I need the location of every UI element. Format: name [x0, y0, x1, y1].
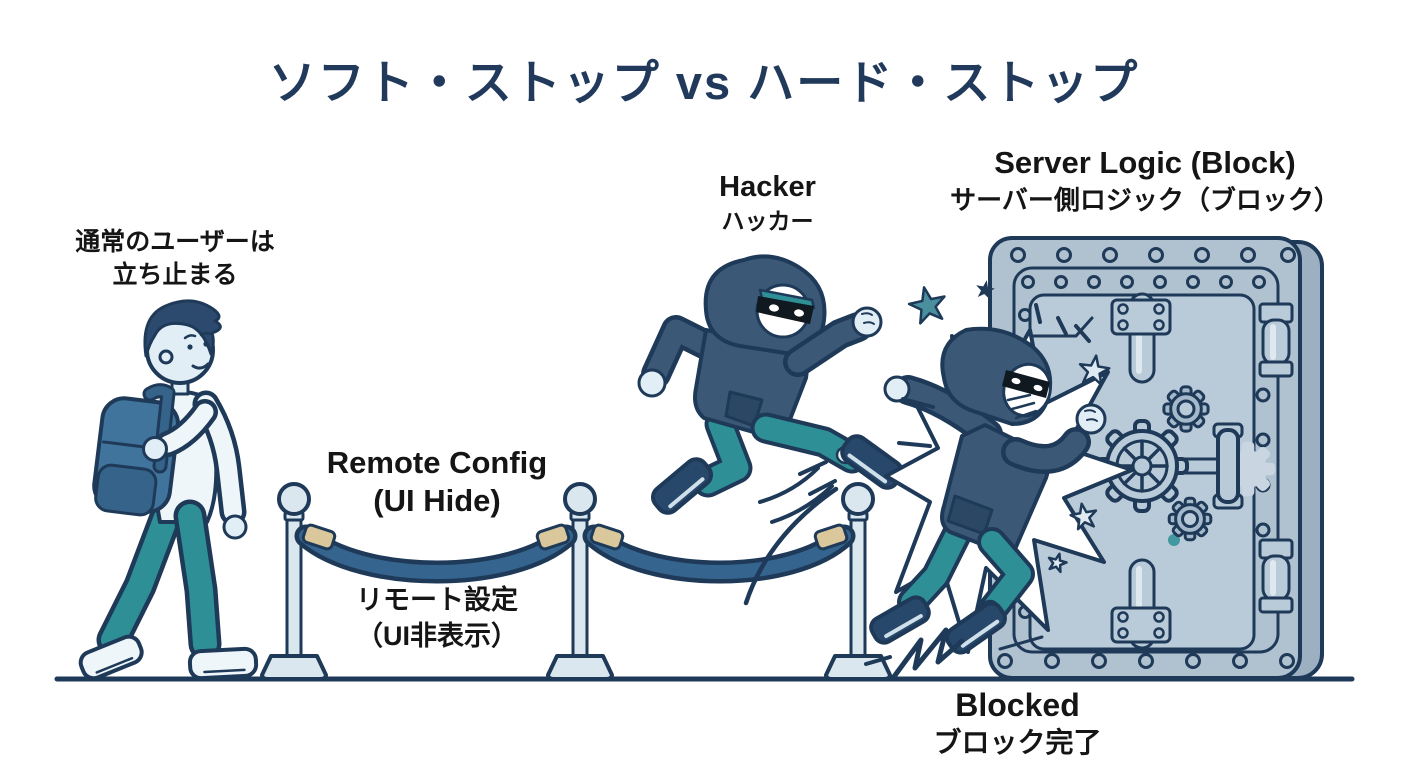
front-arm	[1005, 431, 1087, 470]
rear-shoe	[650, 457, 714, 515]
knuckles	[861, 312, 875, 325]
server-label-ja: サーバー側ロジック（ブロック）	[950, 184, 1340, 215]
rear-shoe	[869, 595, 931, 645]
rear-fist	[637, 368, 667, 398]
bent-arm	[159, 403, 214, 453]
page-title: ソフト・ストップ vs ハード・ストップ	[268, 56, 1140, 109]
star-teal	[906, 284, 948, 325]
front-shoe	[187, 646, 259, 681]
gear-top-hole	[1176, 399, 1196, 419]
eye	[1011, 377, 1021, 385]
vault-wheel	[1095, 419, 1189, 513]
eye	[203, 341, 209, 347]
eyebrows	[183, 331, 212, 340]
rear-leg	[101, 500, 180, 652]
eye	[794, 309, 804, 317]
rope-barrier	[260, 482, 892, 681]
rope-span-1	[299, 529, 573, 579]
hacker-caption: Hacker ハッカー	[655, 170, 880, 235]
lever-bar	[1216, 428, 1240, 504]
rope-span-2	[587, 529, 851, 579]
hand	[222, 514, 248, 540]
blocked-label-en: Blocked	[955, 687, 1080, 723]
ear	[158, 349, 174, 365]
fist-on-strap	[142, 436, 168, 462]
rope-clip	[535, 523, 571, 551]
jump-motion-lines	[743, 460, 839, 606]
rope-clip	[589, 523, 625, 551]
bottom-hinge	[1110, 558, 1172, 650]
eye	[187, 344, 193, 350]
remote-label-line: (UI Hide)	[373, 482, 501, 518]
front-leg	[178, 504, 217, 656]
hacker-label-en: Hacker	[719, 171, 816, 203]
gear-bottom-hole	[1181, 510, 1199, 528]
remote-label-line: リモート設定	[356, 585, 518, 615]
hair	[143, 299, 222, 358]
rear-fist	[883, 375, 911, 403]
hanging-arm	[197, 395, 242, 521]
server-label-en: Server Logic (Block)	[994, 145, 1296, 180]
remote-label-line: Remote Config	[326, 445, 548, 480]
rear-shoe	[78, 634, 144, 681]
right-hinge-upper	[1258, 302, 1294, 378]
remote-config-caption-ja: リモート設定 （UI非表示）	[292, 582, 582, 655]
panel-step-line	[1028, 316, 1094, 338]
normal-user-figure	[78, 299, 259, 681]
rope-clip	[813, 523, 849, 551]
stanchion-3	[824, 482, 892, 681]
headband	[758, 288, 816, 310]
rear-leg	[696, 412, 749, 494]
normal-user-caption: 通常のユーザーは 立ち止まる	[45, 226, 305, 291]
hacker-blocked-figure	[869, 326, 1107, 655]
remote-config-caption-en: Remote Config (UI Hide)	[292, 444, 582, 520]
eye-mask	[756, 296, 814, 324]
impact-lines	[864, 303, 1091, 681]
rope-clip	[301, 523, 337, 551]
impact-zigzag	[890, 627, 965, 681]
front-arm	[787, 316, 869, 373]
smile	[191, 362, 210, 370]
caption-line: 立ち止まる	[112, 260, 238, 289]
strap	[145, 386, 173, 471]
rear-leg	[901, 521, 969, 613]
blocked-label-ja: ブロック完了	[933, 727, 1102, 759]
blocked-caption: Blocked ブロック完了	[875, 686, 1160, 760]
server-logic-caption: Server Logic (Block) サーバー側ロジック（ブロック）	[900, 144, 1390, 217]
caption-line: 通常のユーザーは	[75, 228, 275, 256]
remote-label-line: （UI非表示）	[356, 621, 518, 652]
gritted-teeth	[1006, 393, 1038, 420]
knuckles	[1084, 409, 1098, 422]
eye	[1033, 384, 1043, 392]
panel-corner-line	[998, 635, 1044, 651]
top-hinge	[1110, 292, 1172, 384]
hacker-label-ja: ハッカー	[721, 208, 814, 235]
hacker-jumping-figure	[637, 254, 904, 515]
vault-door	[988, 236, 1324, 680]
eye	[769, 304, 779, 312]
front-leg	[981, 531, 1031, 621]
right-hinge-lower	[1258, 538, 1294, 614]
